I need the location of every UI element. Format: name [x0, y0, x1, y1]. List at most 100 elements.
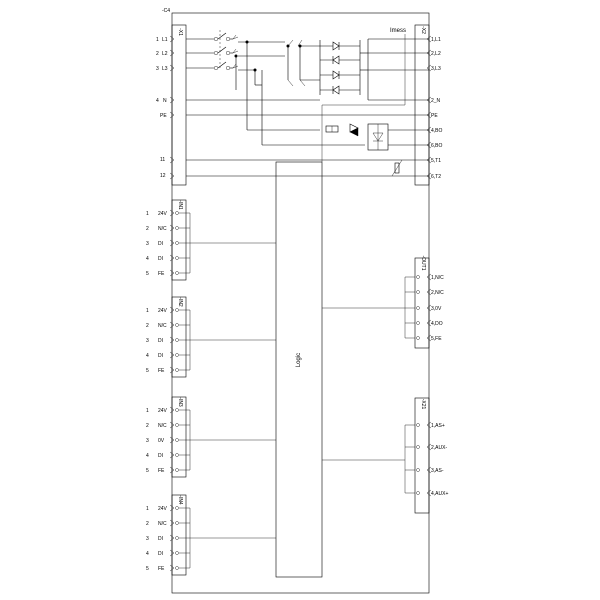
thyristor-stack	[320, 40, 368, 95]
svg-text:5,FE: 5,FE	[431, 336, 442, 342]
svg-text:FE: FE	[158, 368, 165, 374]
svg-text:4: 4	[146, 453, 149, 459]
svg-text:4: 4	[146, 256, 149, 262]
svg-text:1,N/C: 1,N/C	[431, 275, 444, 281]
svg-text:DI: DI	[158, 551, 163, 557]
svg-text:24V: 24V	[158, 211, 168, 217]
x2-label: -X2	[420, 26, 426, 34]
svg-text:DI: DI	[158, 256, 163, 262]
svg-text:L2: L2	[162, 51, 168, 57]
logic-block	[275, 161, 323, 578]
svg-text:L1: L1	[162, 37, 168, 43]
svg-text:1,L1: 1,L1	[431, 37, 441, 43]
svg-text:3,0V: 3,0V	[431, 306, 442, 312]
x21-strip: -X21 1,AS+ 2,AUX- 3,AS- 4,AUX+	[322, 397, 448, 514]
svg-text:24V: 24V	[158, 506, 168, 512]
svg-text:1: 1	[146, 408, 149, 414]
svg-text:-IN2: -IN2	[177, 297, 183, 307]
svg-text:4: 4	[156, 98, 159, 104]
svg-text:0V: 0V	[158, 438, 165, 444]
x1-terminal-4: 4 N	[156, 96, 175, 104]
svg-text:DI: DI	[158, 241, 163, 247]
svg-text:11: 11	[160, 157, 165, 163]
svg-text:2,L2: 2,L2	[431, 51, 441, 57]
x1-label: -X1	[177, 28, 183, 36]
svg-text:5: 5	[146, 566, 149, 572]
svg-text:24V: 24V	[158, 408, 168, 414]
svg-text:1: 1	[146, 211, 149, 217]
svg-text:-IN3: -IN3	[177, 397, 183, 407]
svg-text:1: 1	[156, 37, 159, 43]
thermistor	[186, 159, 429, 177]
svg-text:5: 5	[146, 368, 149, 374]
svg-text:12: 12	[160, 173, 166, 179]
svg-text:-IN4: -IN4	[177, 495, 183, 505]
svg-text:1,AS+: 1,AS+	[431, 423, 445, 429]
svg-text:4: 4	[146, 551, 149, 557]
main-switch	[213, 30, 239, 70]
bypass-contacts	[286, 39, 321, 95]
svg-text:2_N: 2_N	[431, 98, 441, 104]
svg-text:4: 4	[146, 353, 149, 359]
svg-text:24V: 24V	[158, 308, 168, 314]
svg-text:DI: DI	[158, 353, 163, 359]
brake-circuit	[325, 123, 429, 151]
x1-terminal-1: 1 L1	[156, 35, 175, 43]
svg-text:2: 2	[146, 521, 149, 527]
svg-text:3,AS-: 3,AS-	[431, 468, 444, 474]
svg-text:3: 3	[146, 536, 149, 542]
svg-text:N/C: N/C	[158, 423, 167, 429]
x2-terminals: 1,L1 2,L2 3,L3 2_N PE 4,BO 6,BO 5,T1 6,T…	[426, 35, 443, 180]
in3-strip: -IN3 1 24V 2 N/C 3 0V 4 DI 5 FE	[146, 396, 276, 478]
x1-terminal-2: 2 L2	[156, 49, 175, 57]
svg-text:1: 1	[146, 308, 149, 314]
x1-terminal-pe: PE	[160, 111, 175, 119]
svg-text:2,N/C: 2,N/C	[431, 290, 444, 296]
svg-text:3,L3: 3,L3	[431, 66, 441, 72]
x1-terminal-11: 11	[160, 156, 175, 164]
svg-text:N/C: N/C	[158, 323, 167, 329]
svg-text:-OUT1: -OUT1	[420, 256, 426, 271]
svg-text:6,BO: 6,BO	[431, 143, 443, 149]
svg-text:-IN1: -IN1	[177, 200, 183, 210]
svg-text:3: 3	[146, 241, 149, 247]
svg-text:FE: FE	[158, 271, 165, 277]
svg-text:N/C: N/C	[158, 521, 167, 527]
svg-text:5: 5	[146, 468, 149, 474]
svg-text:L3: L3	[162, 66, 168, 72]
svg-text:DI: DI	[158, 536, 163, 542]
x2-strip	[414, 24, 430, 186]
x1-terminal-3: 3 L3	[156, 64, 175, 72]
svg-text:2: 2	[146, 226, 149, 232]
svg-text:PE: PE	[431, 113, 438, 119]
imess-label: Imess	[390, 28, 406, 34]
svg-text:2: 2	[146, 323, 149, 329]
out1-strip: -OUT1 1,N/C 2,N/C 3,0V 4,DO 5,FE	[322, 256, 444, 349]
svg-text:N: N	[163, 98, 167, 104]
svg-text:2: 2	[146, 423, 149, 429]
svg-text:2: 2	[156, 51, 159, 57]
svg-text:1: 1	[146, 506, 149, 512]
svg-text:3: 3	[146, 438, 149, 444]
svg-text:FE: FE	[158, 468, 165, 474]
svg-text:3: 3	[146, 338, 149, 344]
x1-terminal-12: 12	[160, 172, 175, 180]
svg-text:DI: DI	[158, 338, 163, 344]
svg-text:5,T1: 5,T1	[431, 158, 441, 164]
svg-text:N/C: N/C	[158, 226, 167, 232]
svg-text:3: 3	[156, 66, 159, 72]
svg-text:FE: FE	[158, 566, 165, 572]
svg-text:PE: PE	[160, 113, 167, 119]
logic-label: Logic	[296, 353, 302, 367]
svg-text:4,DO: 4,DO	[431, 321, 443, 327]
svg-text:DI: DI	[158, 453, 163, 459]
svg-text:4,AUX+: 4,AUX+	[431, 491, 448, 497]
svg-text:-X21: -X21	[420, 399, 426, 410]
x1-strip	[171, 24, 187, 186]
svg-text:4,BO: 4,BO	[431, 128, 443, 134]
svg-text:5: 5	[146, 271, 149, 277]
